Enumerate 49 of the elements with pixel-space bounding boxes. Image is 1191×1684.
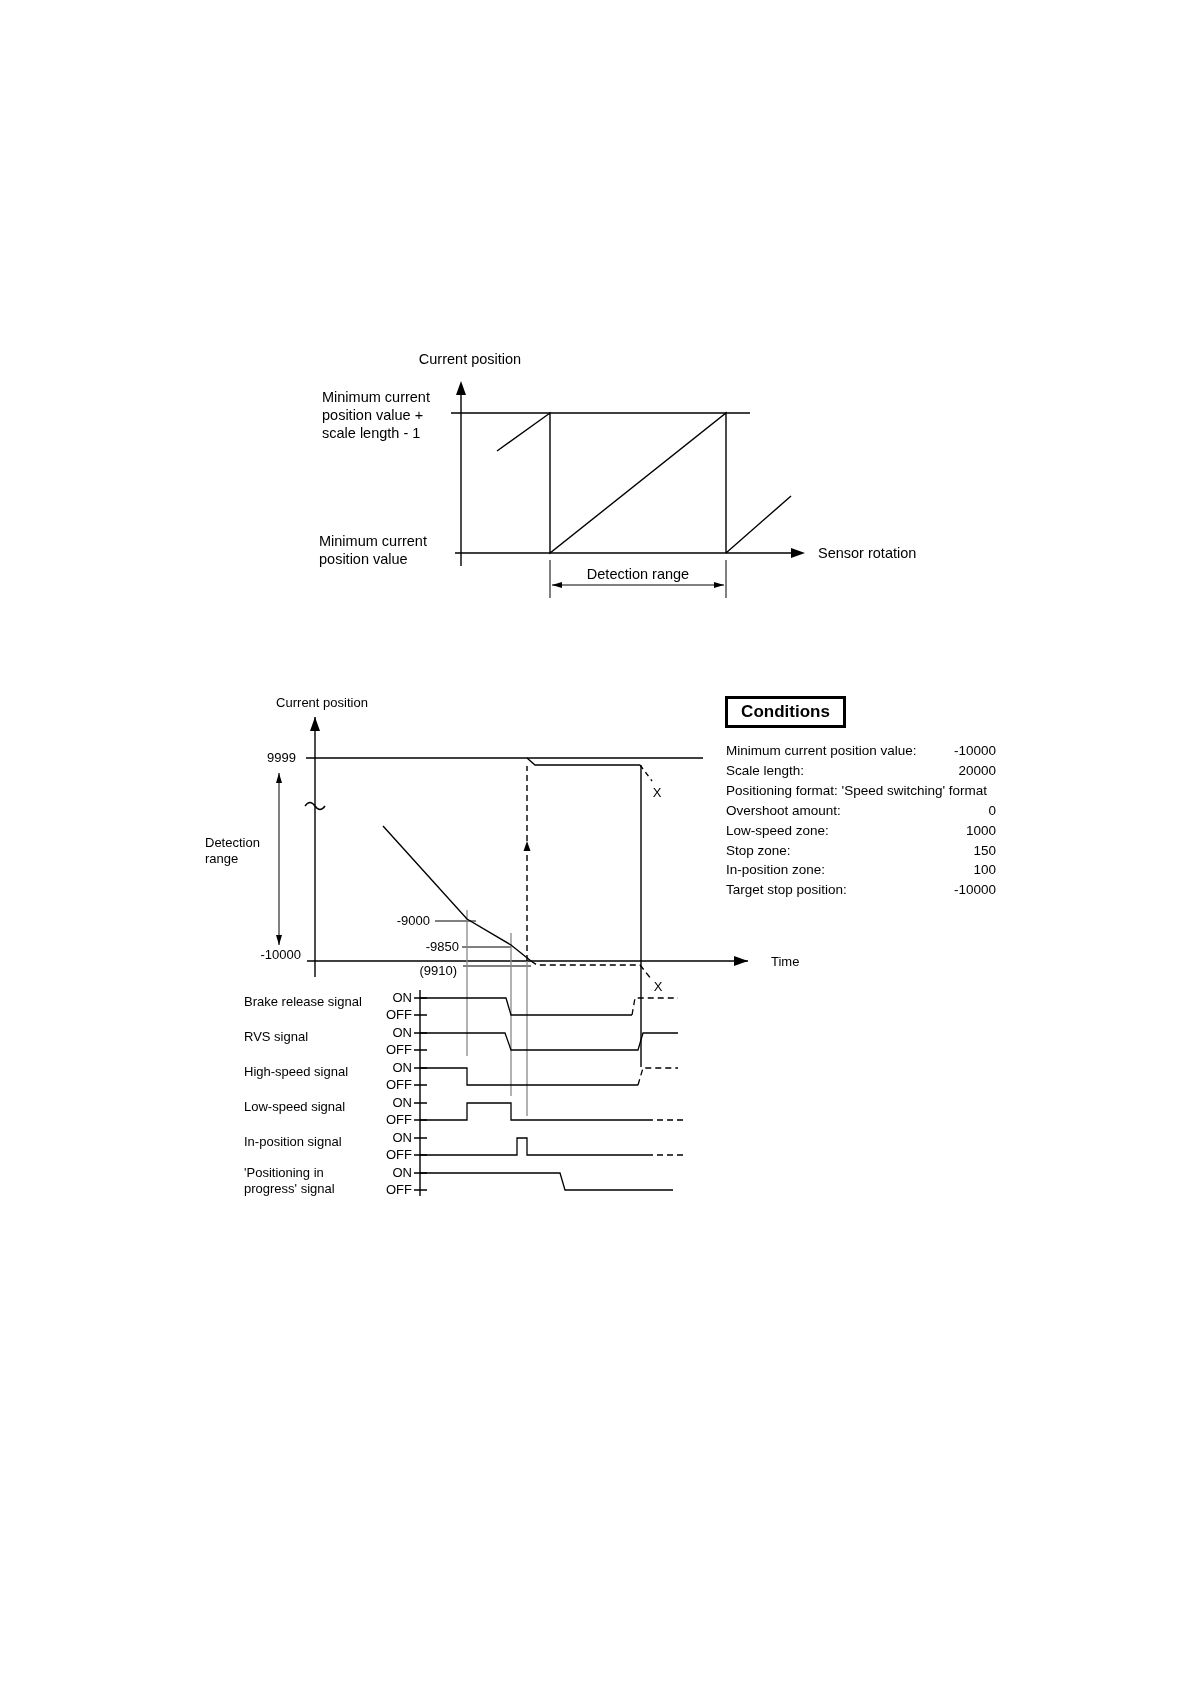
condition-label: In-position zone:	[726, 860, 826, 878]
condition-value: 150	[973, 841, 996, 858]
dimension-label: Detection range	[205, 835, 261, 867]
condition-value: -10000	[953, 741, 996, 759]
state-label: ON	[392, 1130, 412, 1146]
signal-name: 'Positioning in progress' signal	[244, 1165, 336, 1197]
state-label: ON	[392, 1165, 412, 1181]
heading-box: Conditions	[725, 696, 846, 728]
condition-label: Scale length:	[726, 761, 805, 779]
axis-value-label: Minimum current position value	[319, 532, 428, 568]
state-label: OFF	[386, 1182, 412, 1198]
condition-value: 20000	[958, 761, 996, 779]
signal-name: Brake release signal	[244, 994, 362, 1010]
state-label: OFF	[386, 1147, 412, 1163]
axis-value-label: (9910)	[419, 963, 457, 979]
state-label: OFF	[386, 1112, 412, 1128]
state-label: ON	[392, 1095, 412, 1111]
signal-name: Low-speed signal	[244, 1099, 346, 1115]
axis-value-label: -9850	[425, 939, 459, 955]
condition-label: Low-speed zone:	[726, 821, 829, 839]
signal-name: High-speed signal	[244, 1064, 349, 1080]
state-label: OFF	[386, 1007, 412, 1023]
state-label: OFF	[386, 1042, 412, 1058]
condition-value: 0	[988, 801, 996, 819]
axis-value-label: -9000	[396, 913, 430, 929]
condition-label: Stop zone:	[726, 841, 791, 858]
signal-name: RVS signal	[244, 1029, 309, 1045]
axis-label: Current position	[276, 695, 368, 711]
condition-value: -10000	[953, 880, 996, 898]
condition-label: Overshoot amount:	[726, 801, 841, 819]
x-mark-label: X	[652, 785, 662, 801]
state-label: ON	[392, 990, 412, 1006]
dimension-label: Detection range	[586, 565, 690, 583]
condition-label: Minimum current position value:	[726, 741, 917, 759]
axis-value-label: Minimum current position value + scale length - 1	[322, 388, 431, 442]
condition-value: 1000	[965, 821, 996, 839]
state-label: OFF	[386, 1077, 412, 1093]
x-mark-label: X	[653, 979, 663, 995]
state-label: ON	[392, 1060, 412, 1076]
state-label: ON	[392, 1025, 412, 1041]
axis-label: Current position	[418, 350, 522, 368]
axis-label: Sensor rotation	[818, 544, 917, 562]
condition-value: 100	[973, 860, 996, 878]
axis-value-label: 9999	[267, 750, 296, 766]
signal-name: In-position signal	[244, 1134, 342, 1150]
condition-label: Target stop position:	[726, 880, 847, 898]
axis-value-label: -10000	[260, 947, 301, 963]
axis-label: Time	[771, 954, 800, 970]
condition-label: Positioning format: 'Speed switching' format	[726, 781, 988, 799]
